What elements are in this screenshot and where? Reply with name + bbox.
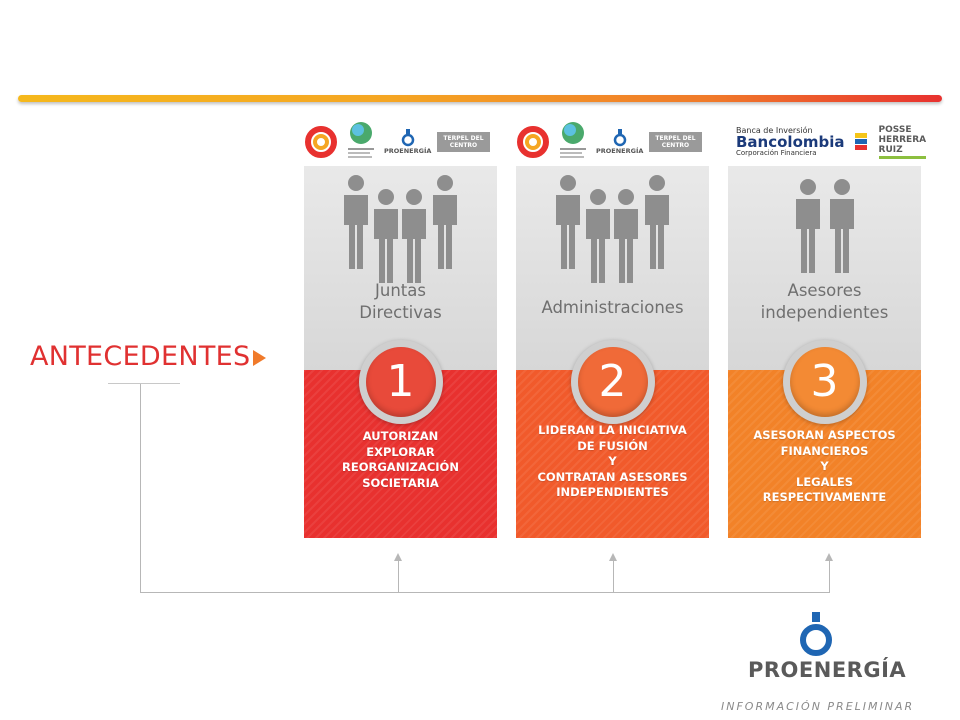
arrow-up-1-icon — [394, 553, 402, 561]
posse-herrera-ruiz-logo: POSSE HERRERA RUIZ — [878, 125, 927, 159]
sociedad-globe-logo-icon — [348, 122, 374, 158]
proenergia-small-logo: PROENERGÍA — [596, 129, 643, 155]
bancolombia-top-label: Banca de Inversión — [736, 126, 813, 135]
footer-brand: PROENERGÍA — [748, 658, 907, 682]
bancolombia-sub-label: Corporación Financiera — [736, 149, 817, 157]
proenergia-footer-drop-icon — [800, 612, 832, 656]
top-gradient-rule — [18, 95, 942, 102]
footer-note: INFORMACIÓN PRELIMINAR — [721, 700, 915, 713]
step-number: 3 — [789, 347, 860, 417]
step-badge: 1 — [358, 340, 443, 424]
column-2-logos: PROENERGÍA TERPEL DEL CENTRO — [516, 118, 709, 166]
column-3-logos: Banca de Inversión Bancolombia Corporaci… — [728, 118, 929, 166]
arrow-up-3-icon — [825, 553, 833, 561]
sociedad-globe-logo-icon — [560, 122, 586, 158]
bancolombia-name: Bancolombia — [736, 133, 845, 151]
column-label: Asesores independientes — [760, 281, 889, 322]
step-number: 1 — [365, 347, 436, 417]
column-description: AUTORIZAN EXPLORAR REORGANIZACIÓN SOCIET… — [342, 429, 459, 490]
terpel-centro-logo: TERPEL DEL CENTRO — [649, 132, 702, 152]
column-description: LIDERAN LA INICIATIVA DE FUSIÓN Y CONTRA… — [537, 423, 688, 499]
column-label: Juntas Directivas — [359, 281, 442, 322]
people-pair-icon — [796, 179, 854, 273]
bancolombia-flag-icon — [854, 133, 867, 150]
step-badge: 2 — [570, 340, 655, 424]
column-asesores-independientes: Banca de Inversión Bancolombia Corporaci… — [728, 118, 927, 538]
column-administraciones: PROENERGÍA TERPEL DEL CENTRO Administrac… — [516, 118, 709, 538]
column-1-logos: PROENERGÍA TERPEL DEL CENTRO — [304, 118, 497, 166]
title-block: ANTECEDENTES — [30, 341, 267, 372]
page-title: ANTECEDENTES — [30, 341, 251, 372]
column-juntas-directivas: PROENERGÍA TERPEL DEL CENTRO Juntas Dire… — [304, 118, 497, 538]
step-badge: 3 — [782, 340, 867, 424]
people-group-icon — [556, 175, 669, 283]
grey-panel — [728, 166, 921, 370]
proenergia-small-logo: PROENERGÍA — [384, 129, 431, 155]
connector-up-3 — [829, 560, 830, 592]
title-arrow-icon — [253, 349, 267, 366]
terpel-centro-logo: TERPEL DEL CENTRO — [437, 132, 490, 152]
column-description: ASESORAN ASPECTOS FINANCIEROS Y LEGALES … — [753, 428, 896, 504]
title-underline — [108, 383, 180, 384]
connector-horizontal — [140, 592, 830, 593]
terpel-ring-logo-icon — [517, 126, 549, 158]
connector-up-2 — [613, 560, 614, 592]
terpel-ring-logo-icon — [305, 126, 337, 158]
grey-panel — [304, 166, 497, 370]
step-number: 2 — [577, 347, 648, 417]
grey-panel — [516, 166, 709, 370]
proenergia-drop-icon — [401, 129, 414, 147]
column-label: Administraciones — [541, 298, 684, 317]
proenergia-small-label: PROENERGÍA — [596, 147, 644, 155]
proenergia-small-label: PROENERGÍA — [384, 147, 432, 155]
people-group-icon — [344, 175, 457, 283]
connector-vertical-left — [140, 384, 141, 592]
bancolombia-logo: Banca de Inversión Bancolombia Corporaci… — [736, 127, 845, 157]
connector-up-1 — [398, 560, 399, 592]
proenergia-drop-icon — [613, 129, 626, 147]
arrow-up-2-icon — [609, 553, 617, 561]
